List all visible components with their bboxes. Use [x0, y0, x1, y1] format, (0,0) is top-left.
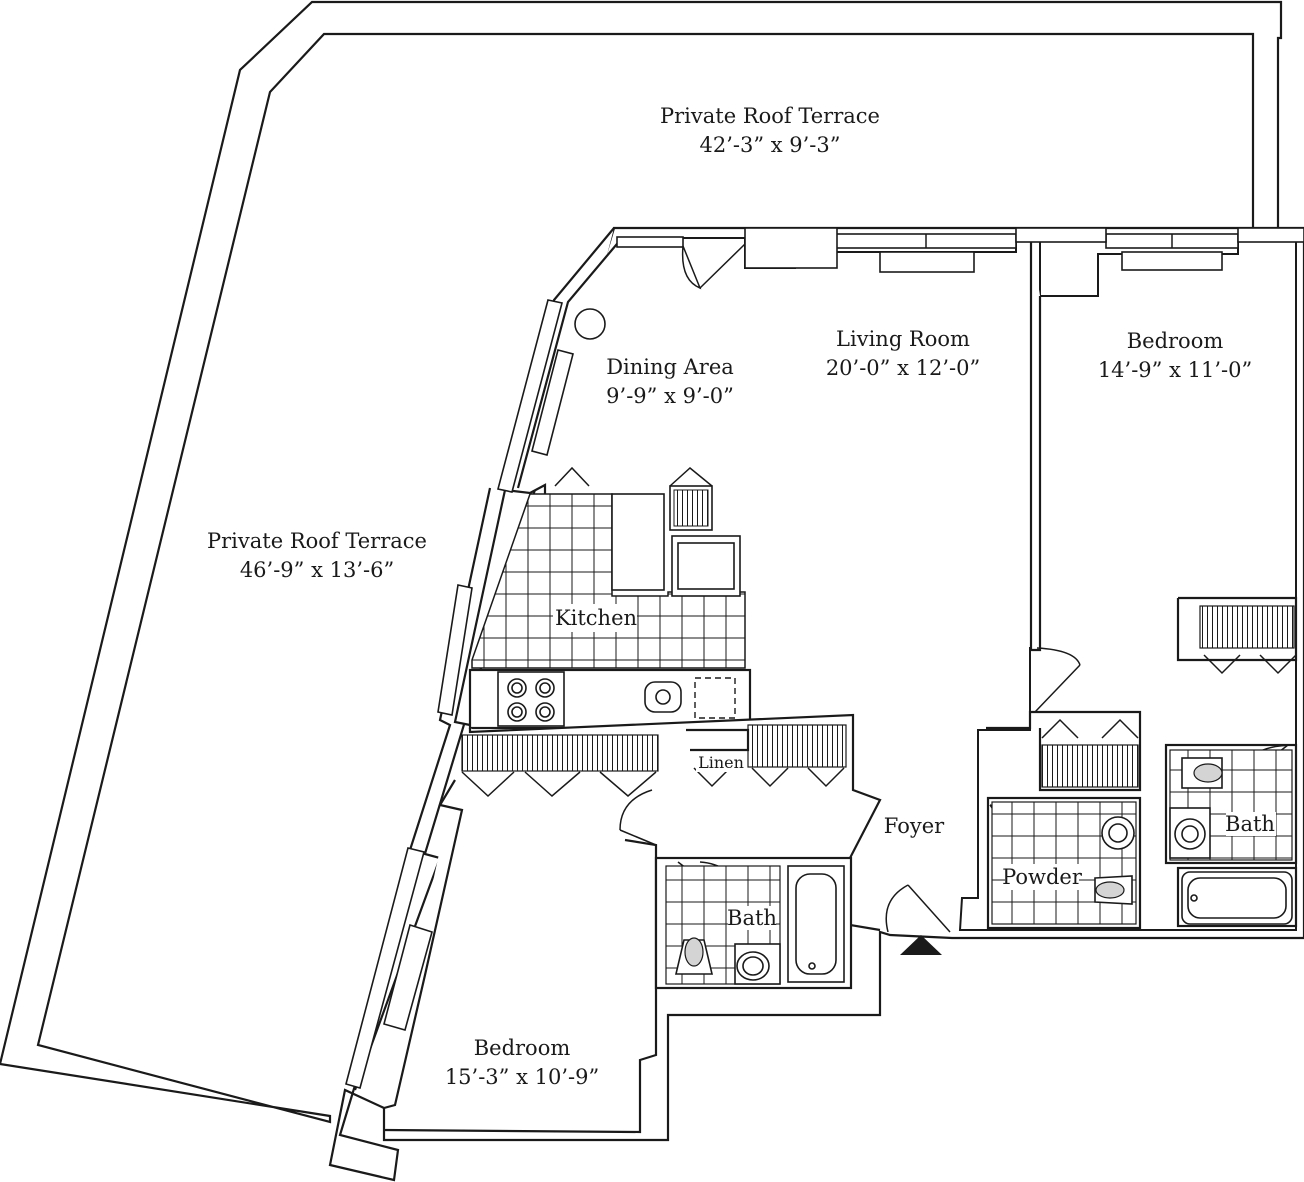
terrace-left-name: Private Roof Terrace	[207, 529, 427, 553]
room-labels: Private Roof Terrace 42’-3” x 9’-3” Priv…	[207, 104, 1276, 1089]
bath-left-name: Bath	[727, 906, 777, 930]
foyer-name: Foyer	[884, 814, 945, 838]
bedroom-left-name: Bedroom	[474, 1036, 571, 1060]
terrace-top-size: 42’-3” x 9’-3”	[699, 133, 840, 157]
powder-name: Powder	[1002, 865, 1083, 889]
dining-size: 9’-9” x 9’-0”	[606, 384, 734, 408]
bedroom-left-size: 15’-3” x 10’-9”	[445, 1065, 599, 1089]
kitchen-name: Kitchen	[555, 606, 637, 630]
terrace-top-name: Private Roof Terrace	[660, 104, 880, 128]
kitchen-area	[471, 466, 746, 727]
living-size: 20’-0” x 12’-0”	[826, 356, 980, 380]
terrace-left-size: 46’-9” x 13’-6”	[240, 558, 394, 582]
living-name: Living Room	[836, 327, 970, 351]
bedroom-right-size: 14’-9” x 11’-0”	[1098, 358, 1252, 382]
bath-right	[1169, 749, 1293, 925]
linen-name: Linen	[698, 753, 744, 772]
terrace-walls	[0, 0, 1283, 1124]
bath-left	[665, 865, 845, 985]
windows	[345, 227, 1304, 1089]
entry-arrow-icon	[900, 935, 942, 955]
bedroom-right-name: Bedroom	[1127, 329, 1224, 353]
bath-right-name: Bath	[1225, 812, 1275, 836]
dining-name: Dining Area	[606, 355, 734, 379]
powder-room	[991, 801, 1137, 925]
closets	[461, 605, 1297, 798]
